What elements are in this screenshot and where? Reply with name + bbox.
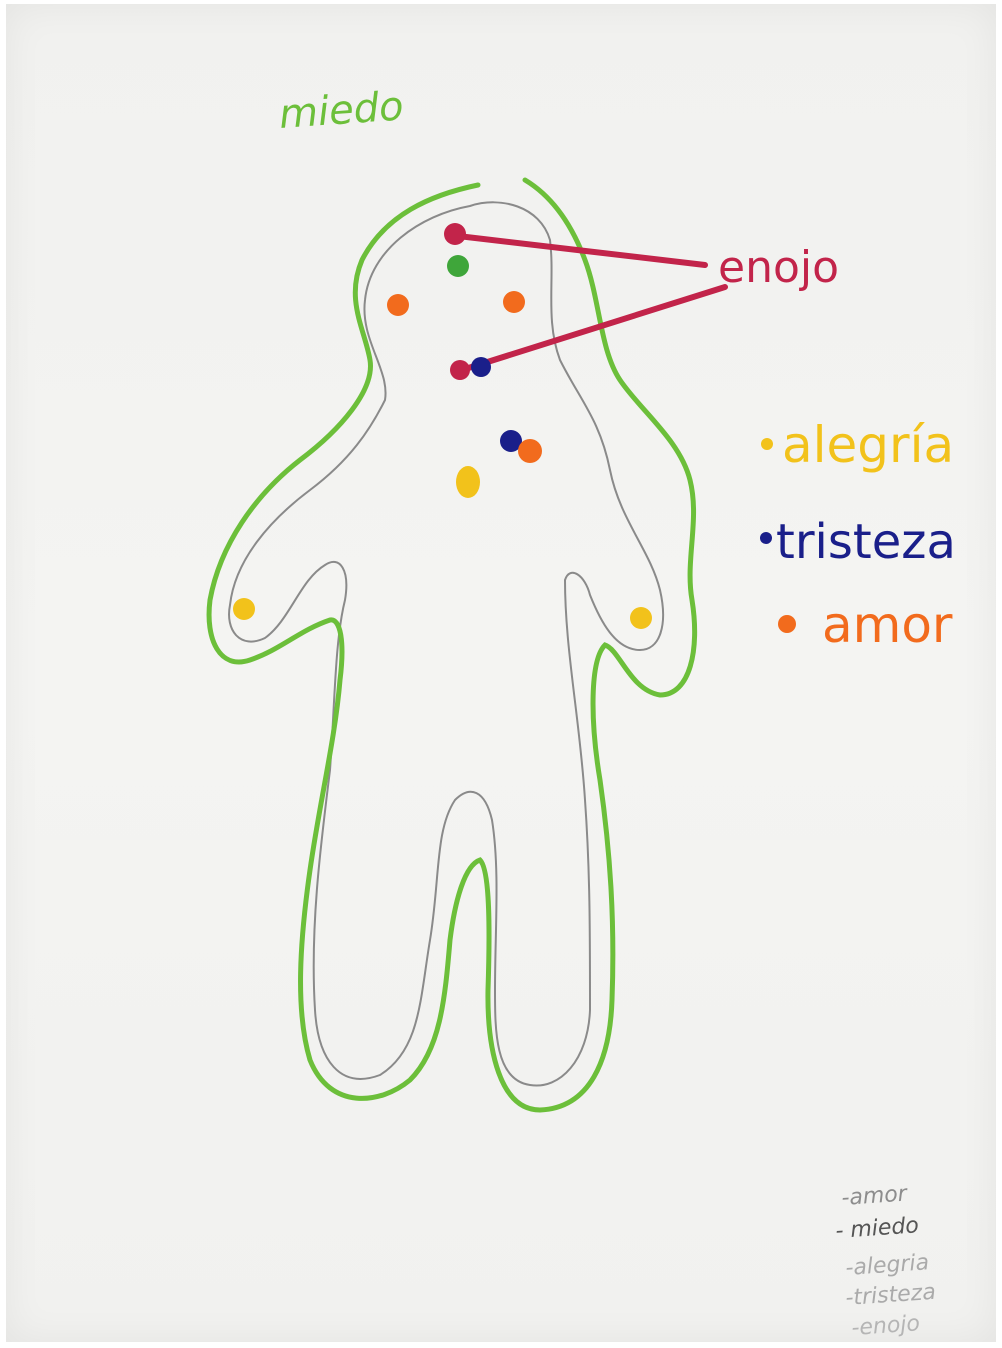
- alegria-dot-hand-left: [233, 598, 255, 620]
- tristeza-dot-throat: [471, 357, 491, 377]
- pencil-notes: -amor - miedo -alegria -tristeza -enojo: [835, 1181, 937, 1341]
- alegria-dot-hand-right: [630, 607, 652, 629]
- legend-alegria-label: alegría: [782, 416, 954, 474]
- legend-tristeza-dot: [760, 532, 772, 544]
- amor-dot-cheek-left: [387, 294, 409, 316]
- pencil-body-outline: [229, 202, 663, 1085]
- note-line-5: -enojo: [851, 1311, 921, 1341]
- amor-dot-chest: [518, 439, 542, 463]
- amor-dot-cheek-right: [503, 291, 525, 313]
- legend-amor-dot: [778, 615, 796, 633]
- enojo-dot-head: [444, 223, 466, 245]
- alegria-dot-chest: [456, 466, 480, 498]
- legend-amor-label: amor: [822, 596, 953, 654]
- miedo-dot-face: [447, 255, 469, 277]
- note-line-3: -alegria: [845, 1250, 930, 1281]
- legend-alegria-dot: [761, 438, 773, 450]
- note-line-4: -tristeza: [845, 1280, 937, 1311]
- enojo-line-head: [458, 236, 705, 265]
- label-miedo: miedo: [277, 83, 404, 138]
- enojo-dot-throat: [450, 360, 470, 380]
- legend-tristeza-label: tristeza: [776, 514, 956, 570]
- note-line-1: -amor: [841, 1181, 910, 1211]
- note-line-2: - miedo: [835, 1213, 920, 1244]
- label-enojo: enojo: [718, 242, 839, 293]
